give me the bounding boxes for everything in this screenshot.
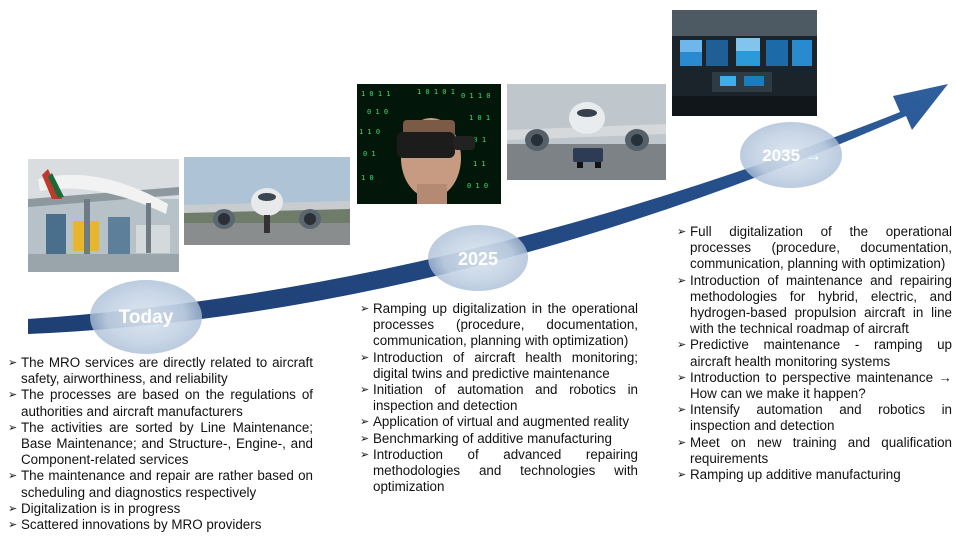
arrowhead-bullet-icon: ➢: [8, 470, 18, 483]
list-item: ➢The maintenance and repair are rather b…: [8, 468, 313, 500]
arrowhead-bullet-icon: ➢: [360, 303, 370, 315]
arrowhead-bullet-icon: ➢: [8, 519, 18, 532]
airliner-front-photo: [184, 157, 350, 245]
svg-text:1 1 0: 1 1 0: [359, 128, 380, 136]
milestone-2025-bubble: [428, 225, 528, 291]
aircraft-tug-photo: [507, 84, 666, 180]
svg-text:1 0: 1 0: [361, 174, 374, 182]
list-item: ➢Digitalization is in progress: [8, 500, 181, 516]
arrowhead-bullet-icon: ➢: [677, 436, 687, 449]
arrowhead-bullet-icon: ➢: [677, 274, 687, 287]
arrowhead-bullet-icon: ➢: [677, 469, 687, 482]
arrowhead-bullet-icon: ➢: [8, 421, 18, 434]
arrowhead-bullet-icon: ➢: [8, 502, 18, 515]
list-item: ➢The processes are based on the regulati…: [8, 387, 313, 419]
list-item: ➢The activities are sorted by Line Maint…: [8, 419, 313, 468]
svg-text:0 0 1: 0 0 1: [465, 136, 486, 144]
list-item: ➢The MRO services are directly related t…: [8, 355, 313, 387]
milestone-2035: 2035 →: [762, 146, 822, 165]
y2035-list: ➢Full digitalization of the operational …: [677, 224, 952, 483]
y2025-list: ➢Ramping up digitalization in the operat…: [360, 301, 638, 495]
list-item: ➢Intensify automation and robotics in in…: [677, 402, 952, 434]
list-item: ➢Introduction to perspective maintenance…: [677, 369, 952, 402]
hangar-photo: [28, 159, 179, 272]
milestone-2025: 2025: [457, 248, 499, 269]
svg-text:1 0 1: 1 0 1: [469, 114, 490, 122]
arrowhead-bullet-icon: ➢: [360, 432, 370, 445]
svg-text:0 1 0: 0 1 0: [467, 182, 488, 190]
arrowhead-bullet-icon: ➢: [677, 339, 687, 352]
arrowhead-bullet-icon: ➢: [8, 357, 18, 369]
vr-headset-photo: 1 0 1 1 0 1 0 1 1 0 0 1 0 1 1 0 1 0 1 0 0 1 1…: [357, 84, 501, 204]
list-item: ➢Meet on new training and qualification …: [677, 434, 952, 466]
svg-text:0 1: 0 1: [363, 150, 376, 158]
list-item: ➢Introduction of maintenance and repairi…: [677, 272, 952, 337]
list-item: ➢Introduction of aircraft health monitor…: [360, 349, 638, 381]
svg-text:1 0 1 0 1: 1 0 1 0 1: [417, 88, 455, 96]
svg-text:0 1 1 0: 0 1 1 0: [461, 92, 491, 100]
svg-text:0 1 0: 0 1 0: [367, 108, 388, 116]
arrowhead-bullet-icon: ➢: [360, 384, 370, 397]
arrowhead-bullet-icon: ➢: [360, 448, 370, 461]
list-item: ➢Scattered innovations by MRO providers: [8, 517, 262, 533]
arrowhead-bullet-icon: ➢: [360, 416, 370, 429]
today-list: ➢The MRO services are directly related t…: [8, 355, 313, 533]
list-item: ➢Ramping up additive manufacturing: [677, 467, 901, 483]
list-item: ➢Initiation of automation and robotics i…: [360, 382, 638, 414]
list-item: ➢Benchmarking of additive manufacturing: [360, 430, 612, 446]
arrowhead-bullet-icon: ➢: [8, 389, 18, 402]
milestone-today-bubble: [90, 280, 202, 354]
milestone-today: Today: [118, 307, 174, 328]
list-item: ➢Predictive maintenance - ramping up air…: [677, 337, 952, 369]
svg-text:1 1: 1 1: [473, 160, 486, 168]
list-item: ➢Full digitalization of the operational …: [677, 224, 952, 272]
arrowhead-bullet-icon: ➢: [677, 226, 687, 238]
list-item: ➢Introduction of advanced repairing meth…: [360, 446, 638, 495]
arrowhead-bullet-icon: ➢: [677, 371, 687, 384]
list-item: ➢Ramping up digitalization in the operat…: [360, 301, 638, 349]
list-item: ➢Application of virtual and augmented re…: [360, 414, 630, 430]
svg-text:1 0 1 1: 1 0 1 1: [361, 90, 391, 98]
milestone-2035-bubble: [740, 122, 842, 188]
arrowhead-bullet-icon: ➢: [677, 404, 687, 417]
arrowhead-bullet-icon: ➢: [360, 351, 370, 364]
cockpit-photo: [672, 10, 817, 116]
